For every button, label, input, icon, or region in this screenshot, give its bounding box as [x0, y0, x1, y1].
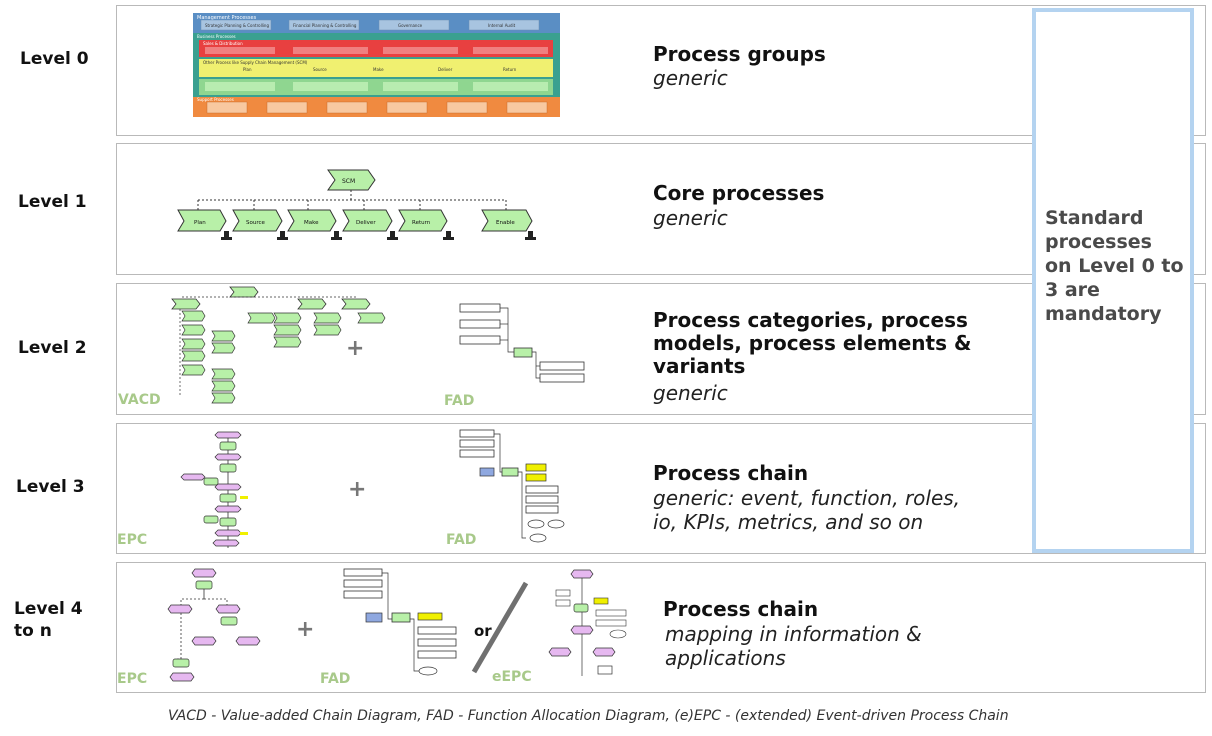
epc-diagram-level-3 — [180, 431, 248, 548]
epc-tag-level-4: EPC — [117, 671, 148, 687]
level-0-label: Level 0 — [20, 49, 89, 69]
other-item: Make — [373, 67, 384, 72]
core-node: Plan — [194, 220, 206, 226]
other-item: Plan — [243, 67, 252, 72]
level-2-subtitle: generic — [653, 381, 728, 405]
plus-level-3: + — [348, 477, 367, 502]
other-item: Return — [503, 67, 517, 72]
level-4-subtitle: mapping in information & applications — [665, 622, 922, 670]
fad-tag-level-2: FAD — [444, 393, 475, 409]
standard-processes-box — [1032, 8, 1194, 553]
core-node: Source — [246, 220, 266, 226]
level-3-title: Process chain — [653, 461, 809, 485]
level-3-label: Level 3 — [16, 477, 85, 497]
fad-tag-level-3: FAD — [446, 532, 477, 548]
fad-tag-level-4: FAD — [320, 671, 351, 687]
epc-tag-level-3: EPC — [117, 532, 148, 548]
level-1-label: Level 1 — [18, 192, 87, 212]
level-2-band — [116, 283, 1206, 415]
epc-diagram-level-4 — [167, 568, 261, 682]
other-item: Deliver — [438, 67, 453, 72]
business-label: Business Processes — [197, 34, 236, 39]
core-node: Deliver — [356, 220, 376, 226]
standard-processes-text: Standard processes on Level 0 to 3 are m… — [1045, 207, 1184, 325]
management-label: Management Processes — [197, 15, 257, 21]
scm-node: SCM — [342, 178, 355, 185]
support-label: Support Processes — [197, 97, 234, 102]
process-map-diagram: Management Processes Strategic Planning … — [193, 13, 560, 117]
level-4-label: Level 4 to n — [14, 599, 83, 641]
other-item: Source — [313, 67, 327, 72]
level-0-subtitle: generic — [653, 66, 728, 90]
level-1-subtitle: generic — [653, 206, 728, 230]
or-divider — [471, 581, 529, 674]
management-item: Financial Planning & Controlling — [293, 23, 357, 28]
level-3-band — [116, 423, 1206, 554]
fad-diagram-level-3 — [459, 429, 565, 543]
vacd-diagram — [171, 286, 386, 404]
fad-diagram-level-4 — [343, 568, 457, 676]
footer-legend: VACD - Value-added Chain Diagram, FAD - … — [168, 708, 1009, 724]
level-2-title: Process categories, process models, proc… — [653, 308, 972, 378]
level-4-band — [116, 562, 1206, 693]
fad-diagram-level-2 — [459, 303, 585, 383]
level-1-band — [116, 143, 1206, 275]
core-node: Make — [304, 220, 319, 226]
sales-label: Sales & Distribution — [203, 41, 243, 46]
plus-level-2: + — [346, 336, 365, 361]
plus-level-4: + — [296, 617, 315, 642]
level-0-title: Process groups — [653, 42, 826, 66]
management-item: Governance — [398, 23, 423, 28]
core-node: Return — [412, 220, 431, 226]
vacd-tag: VACD — [118, 392, 161, 408]
core-node: Enable — [496, 220, 515, 226]
or-label: or — [474, 622, 492, 640]
level-1-title: Core processes — [653, 181, 825, 205]
level-4-title: Process chain — [663, 597, 819, 621]
level-3-subtitle: generic: event, function, roles, io, KPI… — [653, 486, 961, 534]
management-item: Strategic Planning & Controlling — [205, 23, 269, 28]
core-process-tree: SCM Plan Source Make Deliver Return Enab… — [177, 169, 536, 240]
eepc-tag: eEPC — [492, 669, 532, 685]
management-item: Internal Audit — [488, 23, 516, 28]
eepc-diagram — [548, 569, 627, 676]
other-label: Other Process like Supply Chain Manageme… — [203, 60, 308, 65]
level-2-label: Level 2 — [18, 338, 87, 358]
